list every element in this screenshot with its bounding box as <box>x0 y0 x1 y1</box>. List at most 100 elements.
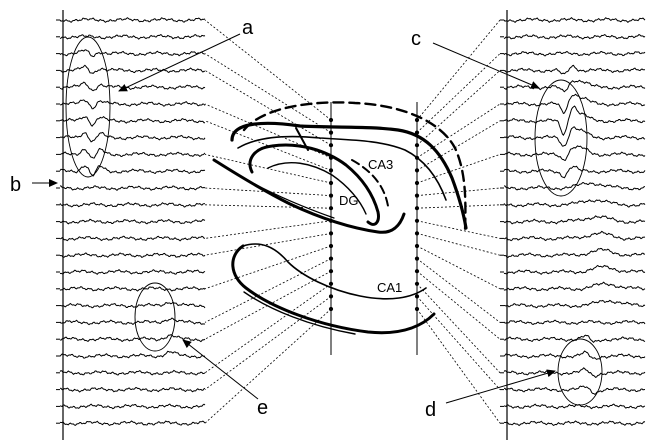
right-trace <box>503 105 646 136</box>
right-electrode-site <box>414 168 420 173</box>
ellipse-a <box>65 36 111 178</box>
left-trace <box>59 147 206 159</box>
left-trace <box>59 252 206 258</box>
right-map-line <box>416 220 501 239</box>
right-electrode-site <box>414 155 420 160</box>
left-trace <box>59 116 205 127</box>
left-electrode-site <box>328 306 334 312</box>
left-trace <box>59 64 205 74</box>
left-mapping-lines <box>204 19 332 424</box>
left-trace <box>59 369 206 376</box>
right-trace <box>503 93 646 115</box>
left-electrode-site <box>328 269 334 274</box>
right-map-line <box>416 233 501 256</box>
left-electrode-site <box>328 193 334 198</box>
ca3-pyramidal-band <box>230 121 468 230</box>
right-electrode-site <box>414 243 420 249</box>
left-trace <box>59 403 206 410</box>
right-electrode-site <box>414 180 420 186</box>
right-trace <box>503 64 646 75</box>
left-trace <box>59 201 206 208</box>
arrow-e <box>182 339 259 400</box>
left-electrode-site <box>328 155 334 160</box>
right-trace <box>503 33 646 40</box>
left-trace <box>59 269 206 275</box>
right-map-line <box>416 204 501 209</box>
left-map-line <box>204 296 332 390</box>
right-trace <box>503 165 646 179</box>
left-trace <box>59 301 206 309</box>
right-trace <box>503 17 646 23</box>
ellipse-c <box>534 79 588 197</box>
left-trace <box>59 218 206 225</box>
left-map-line <box>204 70 332 146</box>
left-electrode-site <box>328 218 334 223</box>
right-trace <box>503 79 646 93</box>
arrow-a <box>118 33 241 92</box>
right-trace <box>503 264 646 275</box>
right-trace <box>503 230 646 242</box>
right-map-line <box>416 296 501 390</box>
left-trace <box>59 317 206 326</box>
left-trace <box>59 17 206 23</box>
label-a: a <box>242 17 254 39</box>
left-map-line <box>204 233 332 256</box>
right-electrode-site <box>414 206 420 211</box>
right-electrode-site <box>414 130 420 135</box>
right-electrode-site <box>414 306 420 312</box>
left-electrode-site <box>328 168 334 173</box>
left-map-line <box>204 308 332 424</box>
right-trace <box>503 215 646 225</box>
right-map-line <box>416 283 501 374</box>
right-electrode-site <box>414 193 420 198</box>
right-electrode-site <box>414 294 420 299</box>
left-map-line <box>204 270 332 340</box>
left-map-line <box>204 187 332 196</box>
right-electrode-site <box>414 143 420 148</box>
left-map-line <box>204 283 332 374</box>
right-map-line <box>416 154 501 184</box>
left-trace <box>59 350 206 359</box>
label-ca1: CA1 <box>377 280 402 295</box>
left-trace <box>59 420 206 426</box>
left-map-line <box>204 53 332 133</box>
ca3-dashed-outline <box>242 101 467 234</box>
right-trace-column <box>500 17 646 427</box>
left-electrode-site <box>328 117 334 123</box>
right-map-line <box>416 308 501 424</box>
right-trace <box>503 145 646 161</box>
left-electrode-site <box>328 281 334 286</box>
hippocampus-drawing <box>212 101 468 335</box>
left-electrode-site <box>328 180 334 186</box>
right-trace <box>503 281 646 292</box>
label-ca3: CA3 <box>368 157 393 172</box>
right-map-line <box>416 258 501 323</box>
right-electrode-site <box>414 281 420 286</box>
right-map-line <box>416 53 501 133</box>
right-trace <box>503 367 646 379</box>
left-trace <box>59 131 206 143</box>
label-b: b <box>10 174 21 196</box>
left-electrode-site <box>328 256 334 261</box>
left-trace <box>59 185 206 191</box>
right-trace <box>503 199 646 208</box>
left-map-line <box>204 220 332 239</box>
right-map-line <box>416 270 501 340</box>
ellipse-e <box>134 282 176 352</box>
right-trace <box>503 247 645 258</box>
right-trace <box>503 126 646 147</box>
annotation-arrows <box>32 33 556 404</box>
left-trace <box>59 49 206 58</box>
right-electrode-site <box>414 218 420 223</box>
left-electrode-site <box>328 130 334 135</box>
right-trace <box>503 319 646 326</box>
left-electrode-site <box>328 294 334 299</box>
left-trace <box>59 34 206 40</box>
left-trace <box>59 387 206 393</box>
electrode-sites <box>328 117 420 312</box>
left-map-line <box>204 204 332 209</box>
left-map-line <box>204 19 332 121</box>
left-electrode-site <box>328 231 334 236</box>
label-d: d <box>425 399 436 421</box>
